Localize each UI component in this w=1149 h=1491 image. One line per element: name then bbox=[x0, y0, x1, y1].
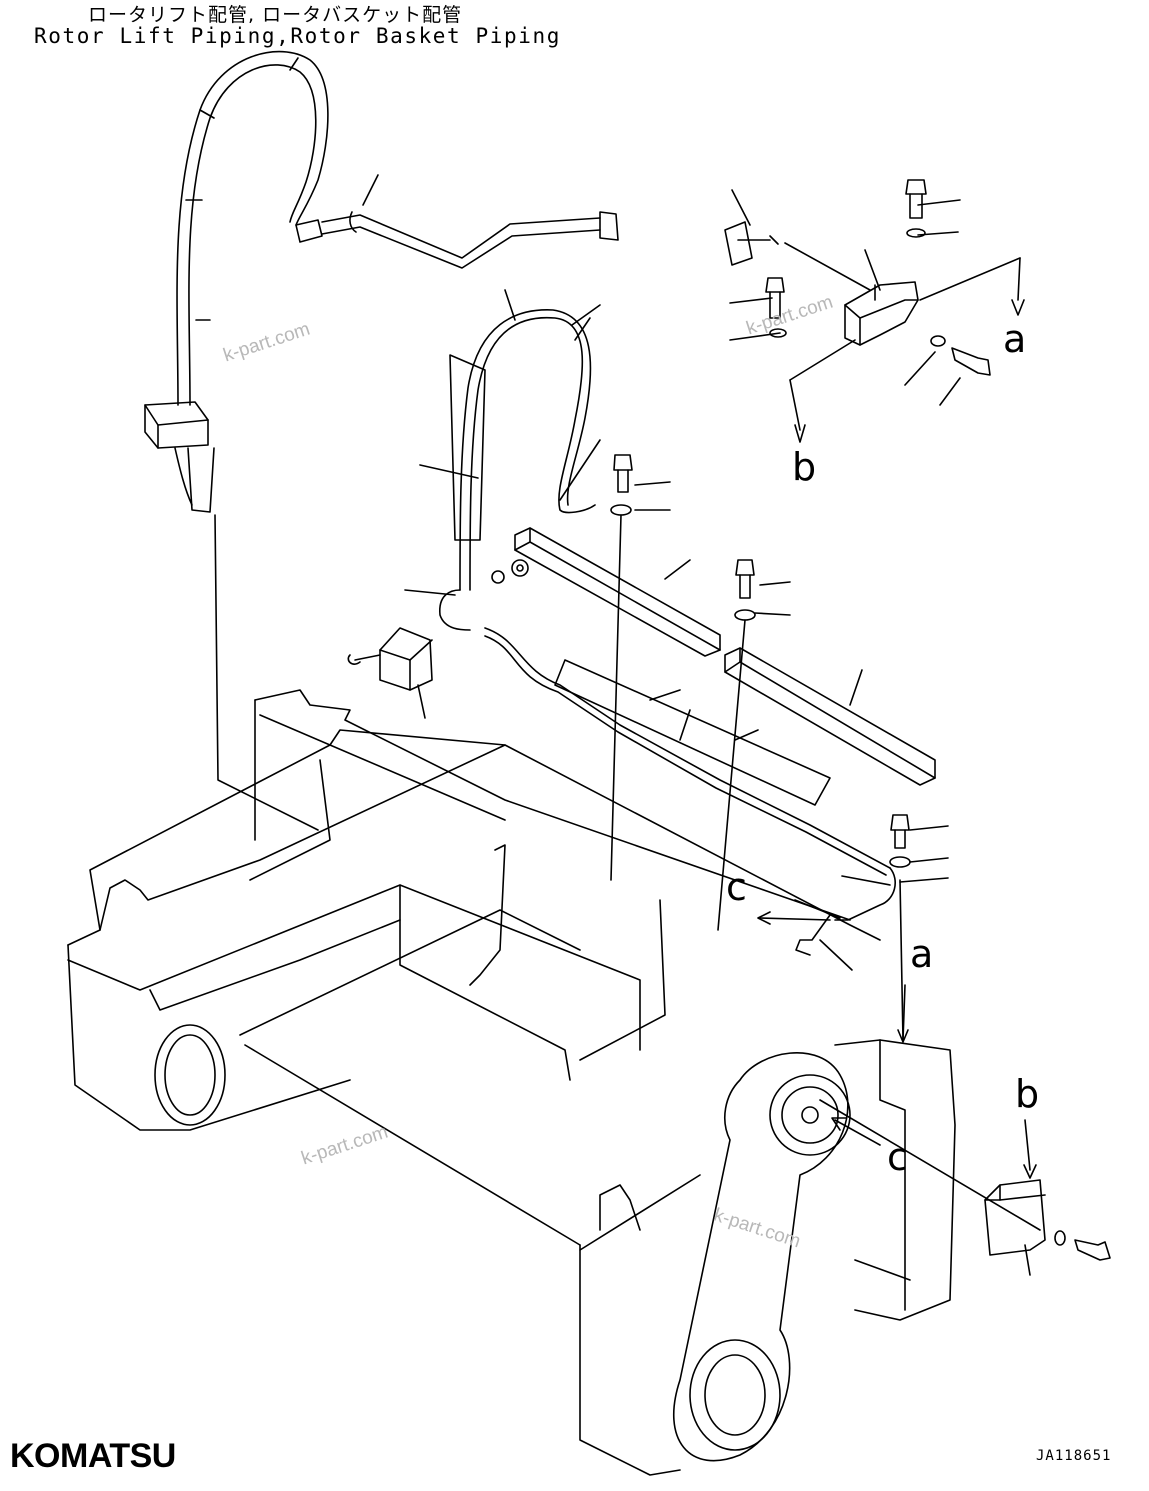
callout-c-mid: c bbox=[726, 865, 747, 909]
leader-lines bbox=[362, 174, 1031, 1276]
rotor-lift-hose bbox=[176, 50, 329, 406]
callout-c-low: c bbox=[887, 1135, 908, 1179]
lower-channel bbox=[724, 647, 936, 786]
cover-plate bbox=[819, 1099, 1111, 1261]
bolt-set-2 bbox=[717, 559, 756, 931]
rotor-basket-hose bbox=[439, 309, 896, 956]
rotor-lift-pipe bbox=[321, 211, 619, 269]
komatsu-logo: KOMATSU bbox=[10, 1437, 176, 1475]
valve-block bbox=[144, 401, 319, 831]
callout-b-top: b bbox=[792, 445, 817, 489]
document-id: JA118651 bbox=[1036, 1448, 1112, 1464]
mount-bracket-assembly bbox=[724, 179, 1025, 443]
callout-a-top: a bbox=[1003, 317, 1027, 361]
diagram-title-english: Rotor Lift Piping,Rotor Basket Piping bbox=[34, 24, 561, 48]
callout-b-low: b bbox=[1015, 1072, 1040, 1116]
bolt-set-3 bbox=[889, 814, 911, 1041]
bolt-set-1 bbox=[610, 454, 633, 881]
chain-case bbox=[672, 1052, 851, 1462]
clamp-bracket bbox=[347, 627, 433, 691]
reference-arrows bbox=[757, 911, 909, 1146]
upper-channel bbox=[514, 527, 721, 657]
rotor-frame bbox=[67, 689, 956, 1476]
diagram-title-japanese: ロータリフト配管, ロータバスケット配管 bbox=[88, 4, 463, 26]
callout-a-mid: a bbox=[910, 932, 934, 976]
